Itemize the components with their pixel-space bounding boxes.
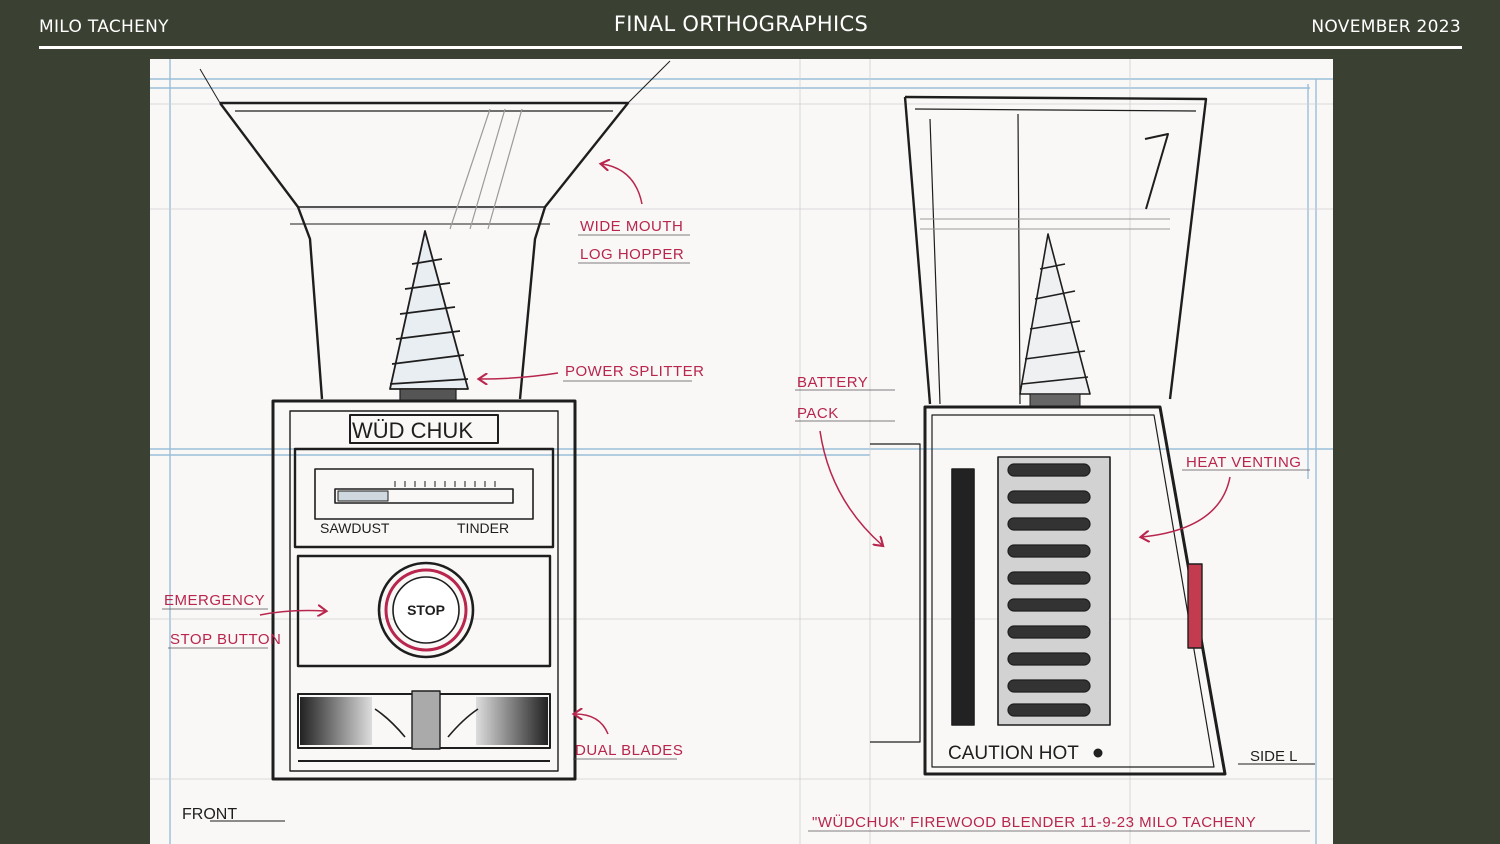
sketch-canvas: WÜD CHUK SAWDUST TINDER STOP FRONT WIDE …	[150, 59, 1333, 844]
side-view	[870, 95, 1315, 776]
slide-date: NOVEMBER 2023	[1311, 17, 1461, 37]
callout-splitter: POWER SPLITTER	[565, 363, 705, 380]
slide-title: FINAL ORTHOGRAPHICS	[613, 12, 869, 36]
front-view	[199, 60, 671, 822]
callout-hopper-line1: WIDE MOUTH	[580, 218, 683, 235]
title-block: "WÜDCHUK" FIREWOOD BLENDER 11-9-23 MILO …	[812, 813, 1256, 831]
side-view-label: SIDE L	[1250, 748, 1298, 765]
orthographic-sketch: WÜD CHUK SAWDUST TINDER STOP FRONT WIDE …	[150, 59, 1333, 844]
callout-venting: HEAT VENTING	[1186, 454, 1301, 471]
callout-blades: DUAL BLADES	[575, 742, 683, 759]
vent-slots	[1007, 463, 1091, 717]
stop-button-label: STOP	[407, 602, 445, 618]
callout-emergency-line1: EMERGENCY	[164, 592, 265, 609]
callout-arrows	[259, 164, 1231, 735]
callout-hopper-line2: LOG HOPPER	[580, 246, 684, 263]
caution-label: CAUTION HOT	[948, 743, 1079, 764]
callout-emergency-line2: STOP BUTTON	[170, 631, 281, 648]
brand-plate-label: WÜD CHUK	[352, 418, 473, 443]
header-divider	[39, 46, 1462, 49]
callout-battery-line1: BATTERY	[797, 374, 868, 391]
dial-left-label: SAWDUST	[320, 520, 390, 536]
power-splitter-bit	[389, 230, 469, 402]
callout-battery-line2: PACK	[797, 405, 839, 422]
front-view-label: FRONT	[182, 806, 237, 823]
guidelines	[150, 59, 1333, 844]
dial-right-label: TINDER	[457, 520, 509, 536]
author-name: MILO TACHENY	[39, 17, 169, 37]
callout-underlines	[162, 234, 1310, 760]
